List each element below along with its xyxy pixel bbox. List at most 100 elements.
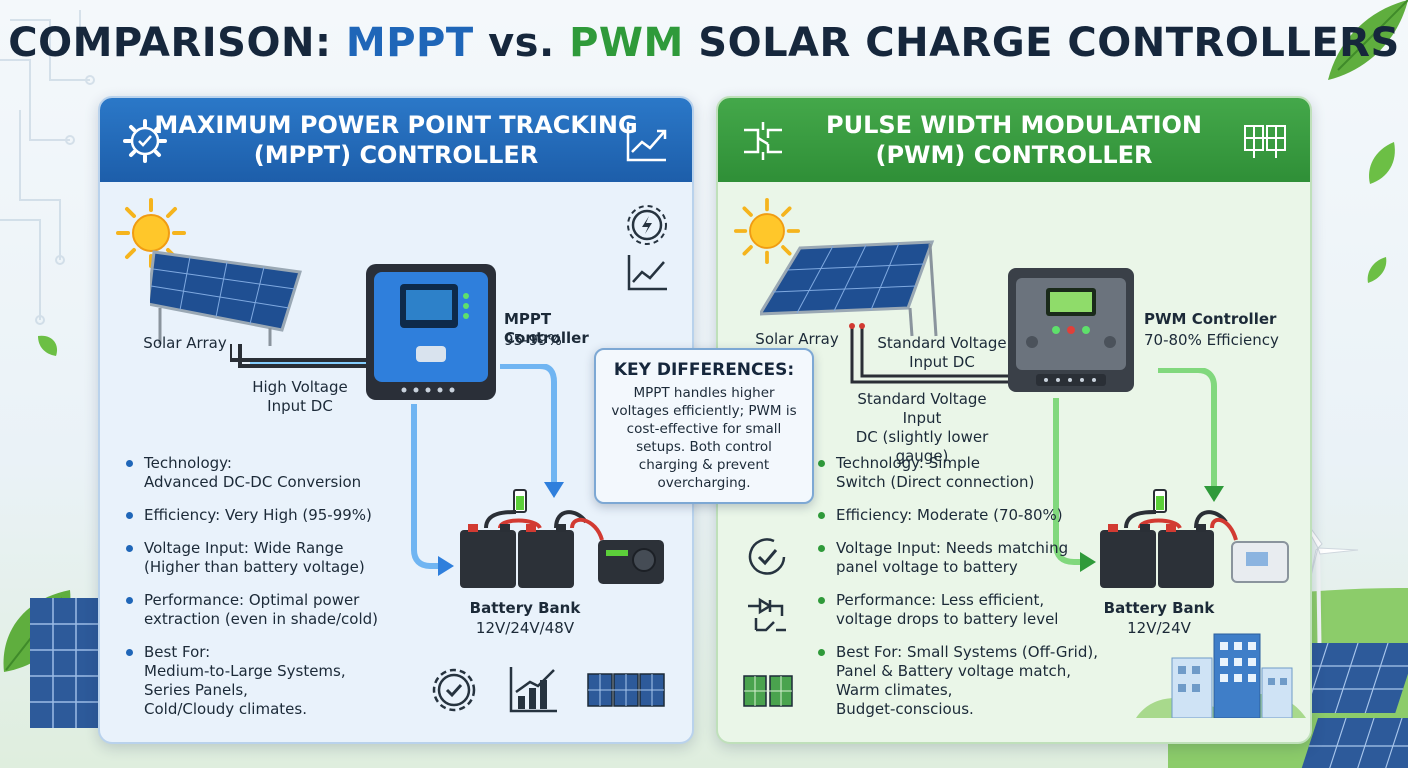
mppt-panel: MAXIMUM POWER POINT TRACKING (MPPT) CONT…	[98, 96, 694, 744]
bullet-line: Medium-to-Large Systems,	[144, 662, 346, 680]
pwm-feature-best-for: Best For: Small Systems (Off-Grid), Pane…	[818, 643, 1118, 719]
pwm-header-title: PULSE WIDTH MODULATION (PWM) CONTROLLER	[826, 110, 1202, 170]
pwm-feature-list: Technology: Simple Switch (Direct connec…	[818, 454, 1118, 733]
mppt-controller-efficiency: 95-99%	[504, 331, 562, 349]
bullet-line: Best For: Small Systems (Off-Grid),	[836, 643, 1098, 661]
pwm-controller-efficiency: 70-80% Efficiency	[1144, 331, 1279, 349]
key-differences-box: KEY DIFFERENCES: MPPT handles higher vol…	[594, 348, 814, 504]
solar-panels-icon	[743, 675, 793, 707]
title-pwm: PWM	[569, 20, 684, 66]
pwm-input-label-line3: Standard Voltage Input	[857, 390, 987, 427]
pwm-feature-performance: Performance: Less efficient, voltage dro…	[818, 591, 1118, 629]
mppt-flow-arrows	[411, 364, 564, 576]
gear-bolt-icon	[627, 205, 667, 245]
mppt-controller-label: MPPT Controller	[504, 310, 589, 347]
bullet-line: Technology:	[144, 454, 232, 472]
bullet-line: Technology: Simple	[836, 454, 980, 472]
pwm-header-line1: PULSE WIDTH MODULATION	[825, 111, 1203, 139]
pwm-input-wires	[849, 323, 1012, 384]
pwm-input-label-line2: Input DC	[909, 353, 975, 371]
bullet-line: Panel & Battery voltage match,	[836, 662, 1072, 680]
pwm-feature-voltage: Voltage Input: Needs matching panel volt…	[818, 539, 1118, 577]
leaf-decoration	[38, 335, 58, 356]
bullet-line: panel voltage to battery	[836, 558, 1018, 576]
pwm-battery-label: Battery Bank	[1103, 599, 1215, 617]
mppt-header-line2: (MPPT) CONTROLLER	[253, 141, 539, 169]
bullet-line: Efficiency: Very High (95-99%)	[144, 506, 372, 524]
mppt-solar-label: Solar Array	[143, 334, 227, 352]
gear-check-icon	[432, 668, 476, 712]
bullet-line: Advanced DC-DC Conversion	[144, 473, 362, 491]
pwm-controller-device	[1008, 268, 1134, 392]
pwm-feature-efficiency: Efficiency: Moderate (70-80%)	[818, 506, 1118, 525]
mppt-battery-label: Battery Bank	[469, 599, 581, 617]
mppt-header: MAXIMUM POWER POINT TRACKING (MPPT) CONT…	[100, 98, 692, 182]
solar-panel-decoration	[30, 598, 100, 728]
mppt-feature-efficiency: Efficiency: Very High (95-99%)	[126, 506, 406, 525]
bullet-line: Warm climates,	[836, 681, 953, 699]
mppt-feature-technology: Technology: Advanced DC-DC Conversion	[126, 454, 406, 492]
title-mppt: MPPT	[345, 20, 474, 66]
mppt-input-label: High Voltage Input DC	[240, 378, 360, 416]
bullet-line: Voltage Input: Needs matching	[836, 539, 1069, 557]
pwm-input-label-line1: Standard Voltage	[877, 334, 1007, 352]
title-vs: vs.	[473, 20, 570, 66]
bullet-line: extraction (even in shade/cold)	[144, 610, 379, 628]
pwm-input-label-line4: DC (slightly lower gauge)	[855, 428, 989, 465]
key-differences-body: MPPT handles higher voltages efficiently…	[611, 385, 797, 491]
pwm-solar-label: Solar Array	[755, 330, 839, 348]
page-title: COMPARISON: MPPT vs. PWM SOLAR CHARGE CO…	[0, 20, 1408, 66]
bullet-line: Performance: Optimal power	[144, 591, 360, 609]
pwm-feature-technology: Technology: Simple Switch (Direct connec…	[818, 454, 1118, 492]
circuit-decoration	[0, 10, 95, 325]
bullet-line: Cold/Cloudy climates.	[144, 700, 307, 718]
gear-check-icon	[123, 119, 167, 163]
mppt-feature-best-for: Best For: Medium-to-Large Systems, Serie…	[126, 643, 406, 719]
mppt-battery-bank	[460, 489, 664, 588]
mppt-header-line1: MAXIMUM POWER POINT TRACKING	[154, 111, 638, 139]
mppt-header-title: MAXIMUM POWER POINT TRACKING (MPPT) CONT…	[154, 110, 637, 170]
mppt-input-label-line1: High Voltage	[252, 378, 348, 396]
solar-panels-icon	[587, 673, 665, 707]
solar-grid-icon	[1244, 125, 1286, 158]
pwm-header-line2: (PWM) CONTROLLER	[875, 141, 1153, 169]
bullet-line: (Higher than battery voltage)	[144, 558, 365, 576]
mppt-feature-performance: Performance: Optimal power extraction (e…	[126, 591, 406, 629]
pwm-panel: PULSE WIDTH MODULATION (PWM) CONTROLLER	[716, 96, 1312, 744]
leaf-decoration	[1328, 0, 1408, 80]
leaf-decoration	[1369, 142, 1395, 184]
bullet-line: Efficiency: Moderate (70-80%)	[836, 506, 1063, 524]
key-differences-title: KEY DIFFERENCES:	[613, 360, 795, 380]
mppt-input-label-line2: Input DC	[267, 397, 333, 415]
solar-array	[760, 240, 938, 337]
solar-array	[150, 250, 302, 346]
mppt-battery-volts: 12V/24V/48V	[475, 619, 575, 637]
mppt-feature-list: Technology: Advanced DC-DC Conversion Ef…	[126, 454, 406, 733]
sun-icon	[734, 198, 800, 264]
bullet-line: Best For:	[144, 643, 211, 661]
pwm-input-label-secondary: Standard Voltage Input DC (slightly lowe…	[836, 390, 1008, 466]
bullet-line: Budget-conscious.	[836, 700, 974, 718]
pwm-controller-label: PWM Controller	[1144, 310, 1277, 328]
mppt-feature-voltage: Voltage Input: Wide Range (Higher than b…	[126, 539, 406, 577]
pwm-battery-volts: 12V/24V	[1127, 619, 1191, 637]
building-icon	[1136, 633, 1306, 718]
bullet-line: Performance: Less efficient,	[836, 591, 1045, 609]
mppt-input-wires	[230, 344, 380, 368]
chart-up-icon	[626, 122, 667, 162]
mppt-controller-device	[366, 264, 496, 400]
title-suffix: SOLAR CHARGE CONTROLLERS	[683, 20, 1400, 66]
switch-circuit-icon	[744, 122, 782, 160]
chart-up-icon	[627, 255, 667, 291]
leaf-decoration	[1367, 257, 1387, 283]
bullet-line: Series Panels,	[144, 681, 248, 699]
pwm-input-label: Standard Voltage Input DC	[874, 334, 1010, 372]
bar-chart-icon	[509, 667, 557, 713]
bullet-line: Switch (Direct connection)	[836, 473, 1035, 491]
check-cycle-icon	[748, 538, 786, 575]
title-prefix: COMPARISON:	[8, 20, 346, 66]
pwm-flow-arrows	[1053, 368, 1224, 572]
pwm-header: PULSE WIDTH MODULATION (PWM) CONTROLLER	[718, 98, 1310, 182]
pwm-battery-bank	[1100, 489, 1289, 588]
bullet-line: voltage drops to battery level	[836, 610, 1059, 628]
